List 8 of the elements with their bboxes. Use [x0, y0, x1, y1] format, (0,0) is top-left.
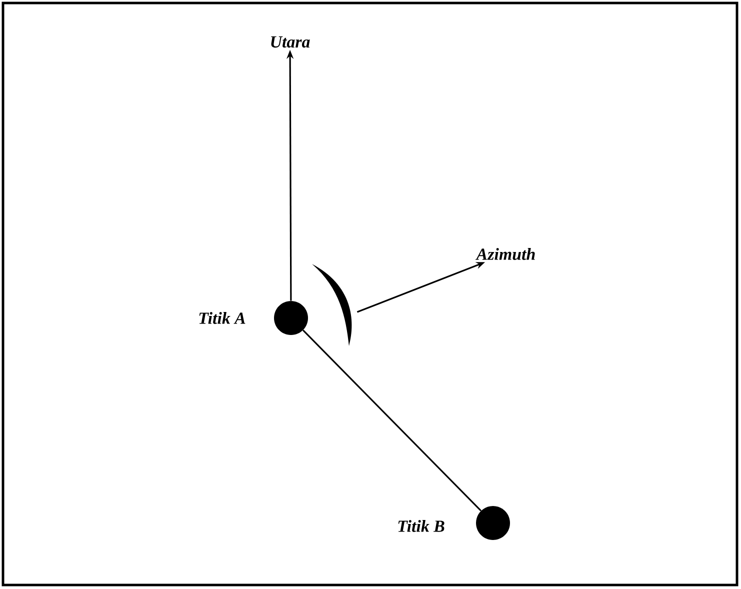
point-label: Titik B: [398, 520, 444, 532]
point-label: Titik A: [199, 312, 246, 324]
point-dot: [476, 506, 510, 540]
text-label: Azimuth: [475, 248, 535, 260]
angle-arc: [312, 264, 352, 346]
point-dot: [274, 301, 308, 335]
connecting-line: [302, 330, 482, 512]
direction-label: Utara: [271, 36, 310, 48]
